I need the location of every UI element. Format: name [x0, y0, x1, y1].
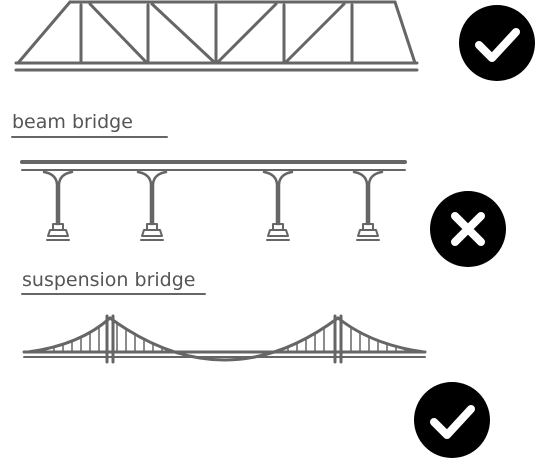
- suspension-bridge-label: suspension bridge: [22, 269, 195, 291]
- suspension-bridge: [22, 314, 427, 364]
- check-icon: [475, 28, 520, 62]
- check-icon: [430, 405, 475, 439]
- cross-icon: [451, 212, 485, 246]
- truss-bridge-mark: [459, 5, 535, 81]
- check-badge: [459, 5, 535, 81]
- beam-bridge-label: beam bridge: [12, 111, 133, 133]
- beam-bridge-mark: [430, 191, 506, 267]
- truss-bridge: [14, 0, 419, 72]
- check-badge: [414, 382, 490, 458]
- beam-bridge: [20, 160, 407, 241]
- suspension-bridge-mark: [414, 382, 490, 458]
